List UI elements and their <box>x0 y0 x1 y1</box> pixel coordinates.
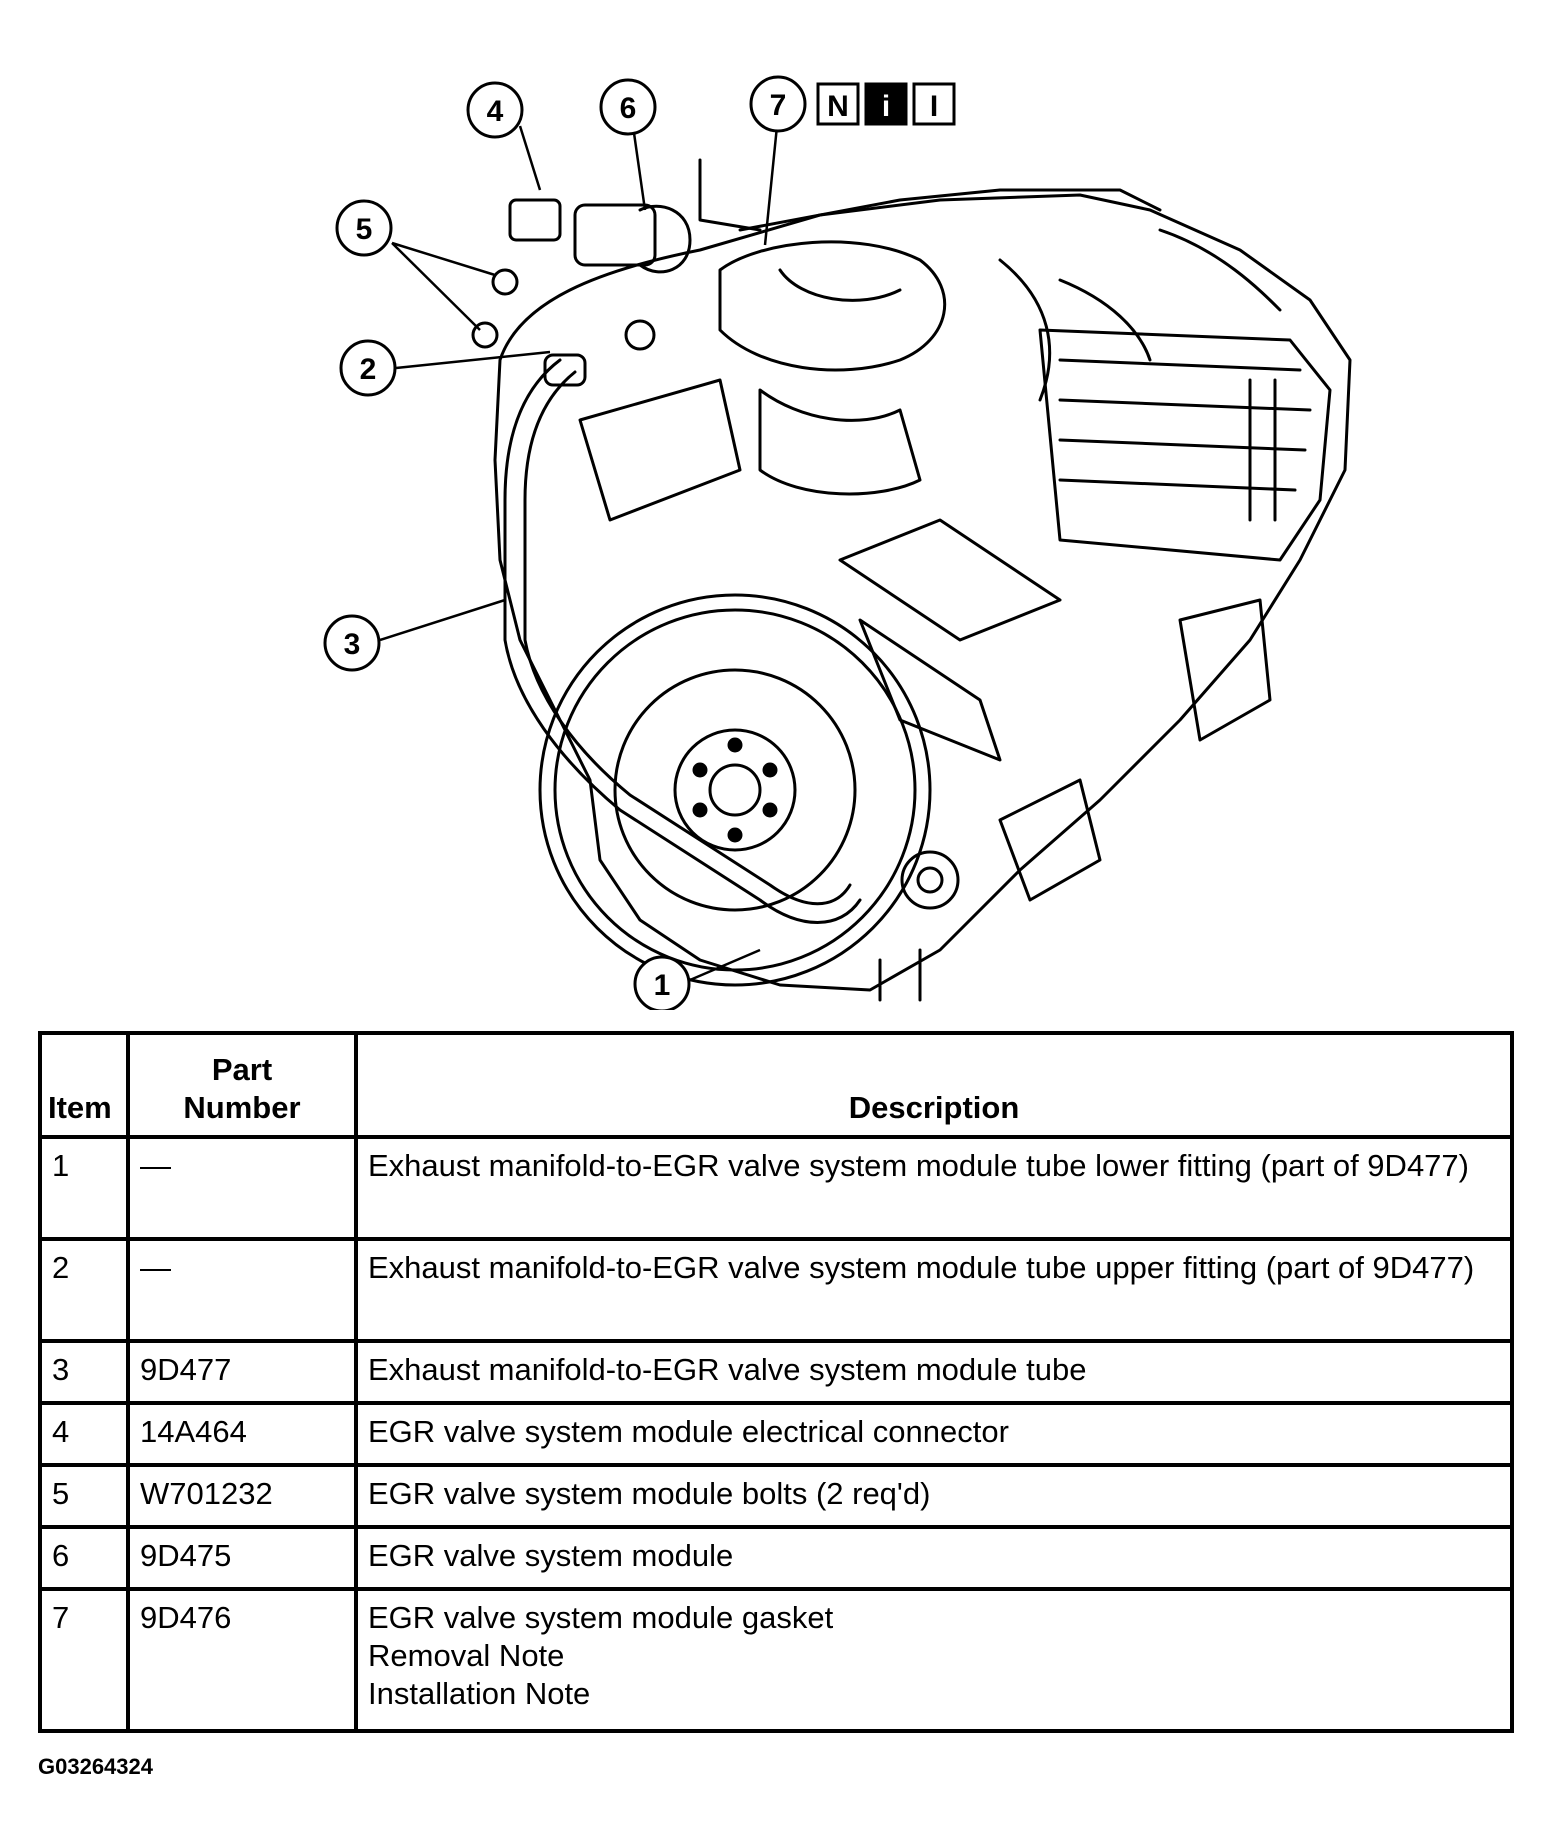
cell-part-number: 9D475 <box>126 1525 358 1591</box>
description-line: Installation Note <box>368 1676 591 1711</box>
cell-item: 1 <box>38 1135 130 1241</box>
description-line: Exhaust manifold-to-EGR valve system mod… <box>368 1148 1469 1183</box>
svg-text:i: i <box>882 90 890 123</box>
callout-5: 5 <box>335 199 393 257</box>
cell-description: EGR valve system module <box>354 1525 1514 1591</box>
figure-code: G03264324 <box>38 1754 153 1779</box>
cell-item: 6 <box>38 1525 130 1591</box>
header-part-number: Part Number <box>126 1031 358 1139</box>
badge-i-info: i <box>864 82 908 126</box>
cell-description: EGR valve system module bolts (2 req'd) <box>354 1463 1514 1529</box>
cell-description: EGR valve system module electrical conne… <box>354 1401 1514 1467</box>
engine-diagram: 4 6 7 5 2 3 1 N i I <box>323 75 1352 1010</box>
callout-3: 3 <box>323 614 381 672</box>
callout-7: 7 <box>749 75 807 133</box>
cell-part-number: — <box>126 1237 358 1343</box>
cell-item: 3 <box>38 1339 130 1405</box>
engine-drawing <box>471 158 1352 1002</box>
callout-1: 1 <box>633 955 691 1010</box>
description-line: Exhaust manifold-to-EGR valve system mod… <box>368 1250 1475 1285</box>
svg-text:N: N <box>827 90 849 123</box>
cell-item: 5 <box>38 1463 130 1529</box>
cell-part-number: W701232 <box>126 1463 358 1529</box>
cell-item: 4 <box>38 1401 130 1467</box>
parts-table: Item Part Number Description 1— Exhaust m… <box>38 1031 1514 1733</box>
svg-text:4: 4 <box>487 95 504 128</box>
header-part-line2: Number <box>183 1090 301 1125</box>
svg-text:2: 2 <box>360 353 377 386</box>
cell-part-number: 9D476 <box>126 1587 358 1733</box>
cell-part-number: — <box>126 1135 358 1241</box>
header-part-line1: Part <box>211 1052 273 1087</box>
cell-item: 2 <box>38 1237 130 1343</box>
cell-description: Exhaust manifold-to-EGR valve system mod… <box>354 1135 1514 1241</box>
callout-2: 2 <box>339 339 397 397</box>
svg-text:I: I <box>930 90 938 123</box>
svg-text:5: 5 <box>356 213 373 246</box>
table-header-row: Item Part Number Description <box>38 1031 1514 1139</box>
callout-4: 4 <box>466 81 524 139</box>
leader-lines <box>379 125 779 982</box>
cell-part-number: 9D477 <box>126 1339 358 1405</box>
cell-item: 7 <box>38 1587 130 1733</box>
badge-n: N <box>816 82 860 126</box>
description-line: EGR valve system module electrical conne… <box>368 1414 1009 1449</box>
badge-i-install: I <box>912 82 956 126</box>
description-line: Removal Note <box>368 1638 565 1673</box>
svg-text:3: 3 <box>344 628 361 661</box>
cell-description: Exhaust manifold-to-EGR valve system mod… <box>354 1237 1514 1343</box>
description-line: EGR valve system module bolts (2 req'd) <box>368 1476 931 1511</box>
callout-6: 6 <box>599 78 657 136</box>
svg-text:7: 7 <box>770 89 787 122</box>
svg-text:6: 6 <box>620 92 637 125</box>
cell-part-number: 14A464 <box>126 1401 358 1467</box>
svg-text:1: 1 <box>654 969 671 1002</box>
description-line: EGR valve system module <box>368 1538 734 1573</box>
description-line: EGR valve system module gasket <box>368 1600 834 1635</box>
cell-description: Exhaust manifold-to-EGR valve system mod… <box>354 1339 1514 1405</box>
description-line: Exhaust manifold-to-EGR valve system mod… <box>368 1352 1087 1387</box>
table-row: 2— Exhaust manifold-to-EGR valve system m… <box>38 1237 1514 1343</box>
header-item: Item <box>38 1031 130 1139</box>
header-description: Description <box>354 1031 1514 1139</box>
table-row: 1— Exhaust manifold-to-EGR valve system m… <box>38 1135 1514 1241</box>
